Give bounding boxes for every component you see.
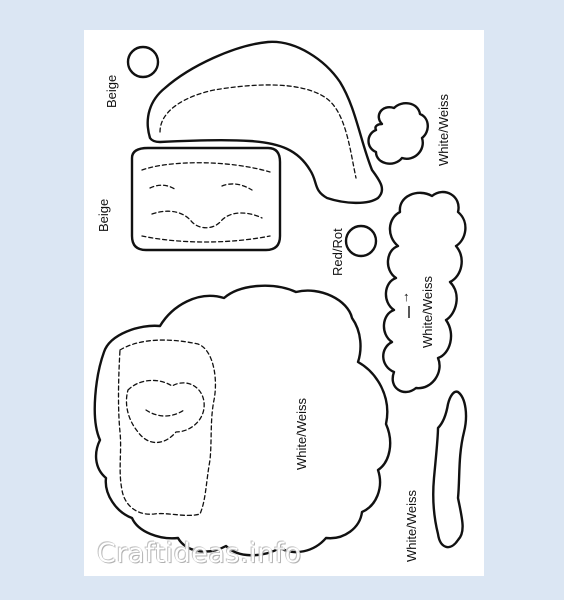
face-stitch-bottom [141,235,271,243]
beard-stitch-outer [117,339,217,517]
beard-stitch-inner [125,379,205,444]
label-red-nose: Red/Rot [330,228,345,276]
label-white-mustache: White/Weiss [404,490,419,562]
pompom-piece [367,102,429,165]
beard-piece [93,284,392,557]
template-sheet [84,30,484,576]
face-stitch-top [141,162,271,173]
face-eye-left [149,184,177,191]
small-circle-piece [126,45,160,79]
label-beige-top: Beige [104,74,119,108]
brim-piece [382,190,467,394]
watermark: Craftideas.info [97,538,302,569]
nose-piece [344,224,378,258]
label-white-brim: White/Weiss [420,276,435,348]
grain-arrow-icon: ↑ [403,289,410,304]
beard-stitch-mouth [145,409,185,417]
face-eye-right [221,183,253,191]
face-piece [130,146,282,252]
hat-stitch-line [159,84,357,179]
label-white-pompom: White/Weiss [436,94,451,166]
face-nose-mouth [151,210,263,229]
label-beige-face: Beige [96,198,111,232]
hat-piece [146,40,384,205]
mustache-piece [432,390,468,549]
label-white-beard: White/Weiss [294,398,309,470]
